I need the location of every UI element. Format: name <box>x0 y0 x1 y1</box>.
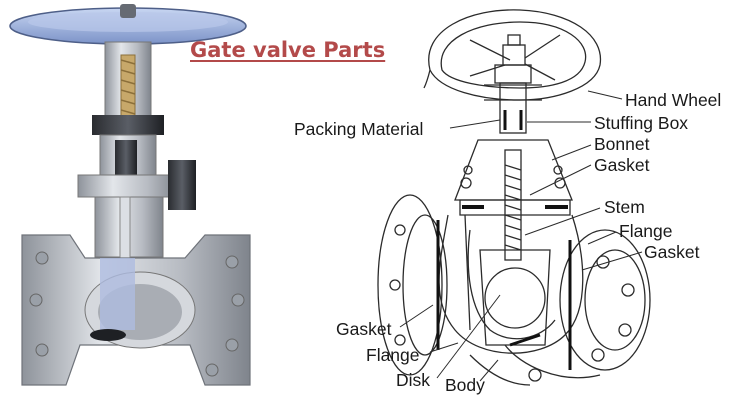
figure-title: Gate valve Parts <box>190 38 386 62</box>
leader-lines <box>399 90 643 382</box>
label-stem: Stem <box>604 197 645 217</box>
valve-body-part <box>21 234 251 386</box>
label-stuffing-box: Stuffing Box <box>594 113 689 133</box>
bonnet-part <box>77 160 196 263</box>
label-flange-left: Flange <box>366 345 420 365</box>
cutaway-valve-illustration <box>9 4 251 386</box>
label-gasket-left: Gasket <box>336 319 392 339</box>
hand-wheel-part <box>9 4 247 45</box>
label-gasket-bonnet: Gasket <box>594 155 650 175</box>
label-body: Body <box>445 375 485 395</box>
label-hand-wheel: Hand Wheel <box>625 90 722 110</box>
label-packing-material: Packing Material <box>294 119 424 139</box>
drawing-bonnet <box>454 139 573 216</box>
label-flange-right: Flange <box>619 221 673 241</box>
drawing-stem-assembly <box>484 34 542 261</box>
label-disk: Disk <box>396 370 431 390</box>
label-gasket-right: Gasket <box>644 242 700 262</box>
drawing-body <box>377 194 651 386</box>
drawing-hand-wheel <box>423 9 602 101</box>
yoke-part <box>92 41 164 181</box>
label-bonnet: Bonnet <box>594 134 650 154</box>
